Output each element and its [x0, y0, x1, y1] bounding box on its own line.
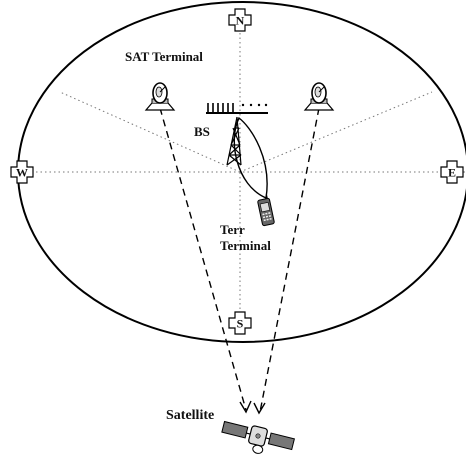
cross-marker-icon	[10, 160, 34, 184]
satellite	[221, 420, 295, 454]
cross-marker-icon	[228, 8, 252, 32]
sat-terminal-left	[144, 82, 176, 111]
satellite-icon	[221, 420, 295, 454]
sat-terminal-right	[303, 82, 335, 111]
terr-terminal	[257, 194, 275, 227]
compass-east: E	[440, 160, 464, 184]
terr-terminal-label-line2: Terminal	[220, 238, 271, 253]
compass-east-label: E	[448, 166, 456, 180]
terr-terminal-label-line1: Terr	[220, 222, 245, 237]
compass-south: S	[228, 311, 252, 335]
compass-south-label: S	[237, 317, 244, 331]
satellite-label: Satellite	[166, 408, 214, 423]
compass-west: W	[10, 160, 34, 184]
satellite-dish-icon	[303, 82, 335, 111]
bs-beam-lobe	[233, 116, 268, 200]
coverage-ellipse	[17, 1, 466, 343]
compass-west-label: W	[16, 166, 28, 180]
cross-marker-icon	[228, 311, 252, 335]
cross-marker-icon	[440, 160, 464, 184]
cell-tower-icon	[226, 116, 242, 166]
satellite-dish-icon	[144, 82, 176, 111]
antenna-array-icon	[206, 103, 268, 114]
link-right-terminal-to-satellite	[259, 107, 320, 413]
bs-label: BS	[194, 124, 210, 139]
compass-north-label: N	[236, 14, 245, 28]
satellite-links	[159, 107, 320, 415]
mobile-phone-icon	[257, 194, 275, 227]
link-left-terminal-to-satellite	[159, 107, 247, 411]
sector-lines	[18, 15, 466, 318]
base-station	[206, 103, 268, 200]
compass-north: N	[228, 8, 252, 32]
sat-terminal-label: SAT Terminal	[125, 49, 203, 64]
